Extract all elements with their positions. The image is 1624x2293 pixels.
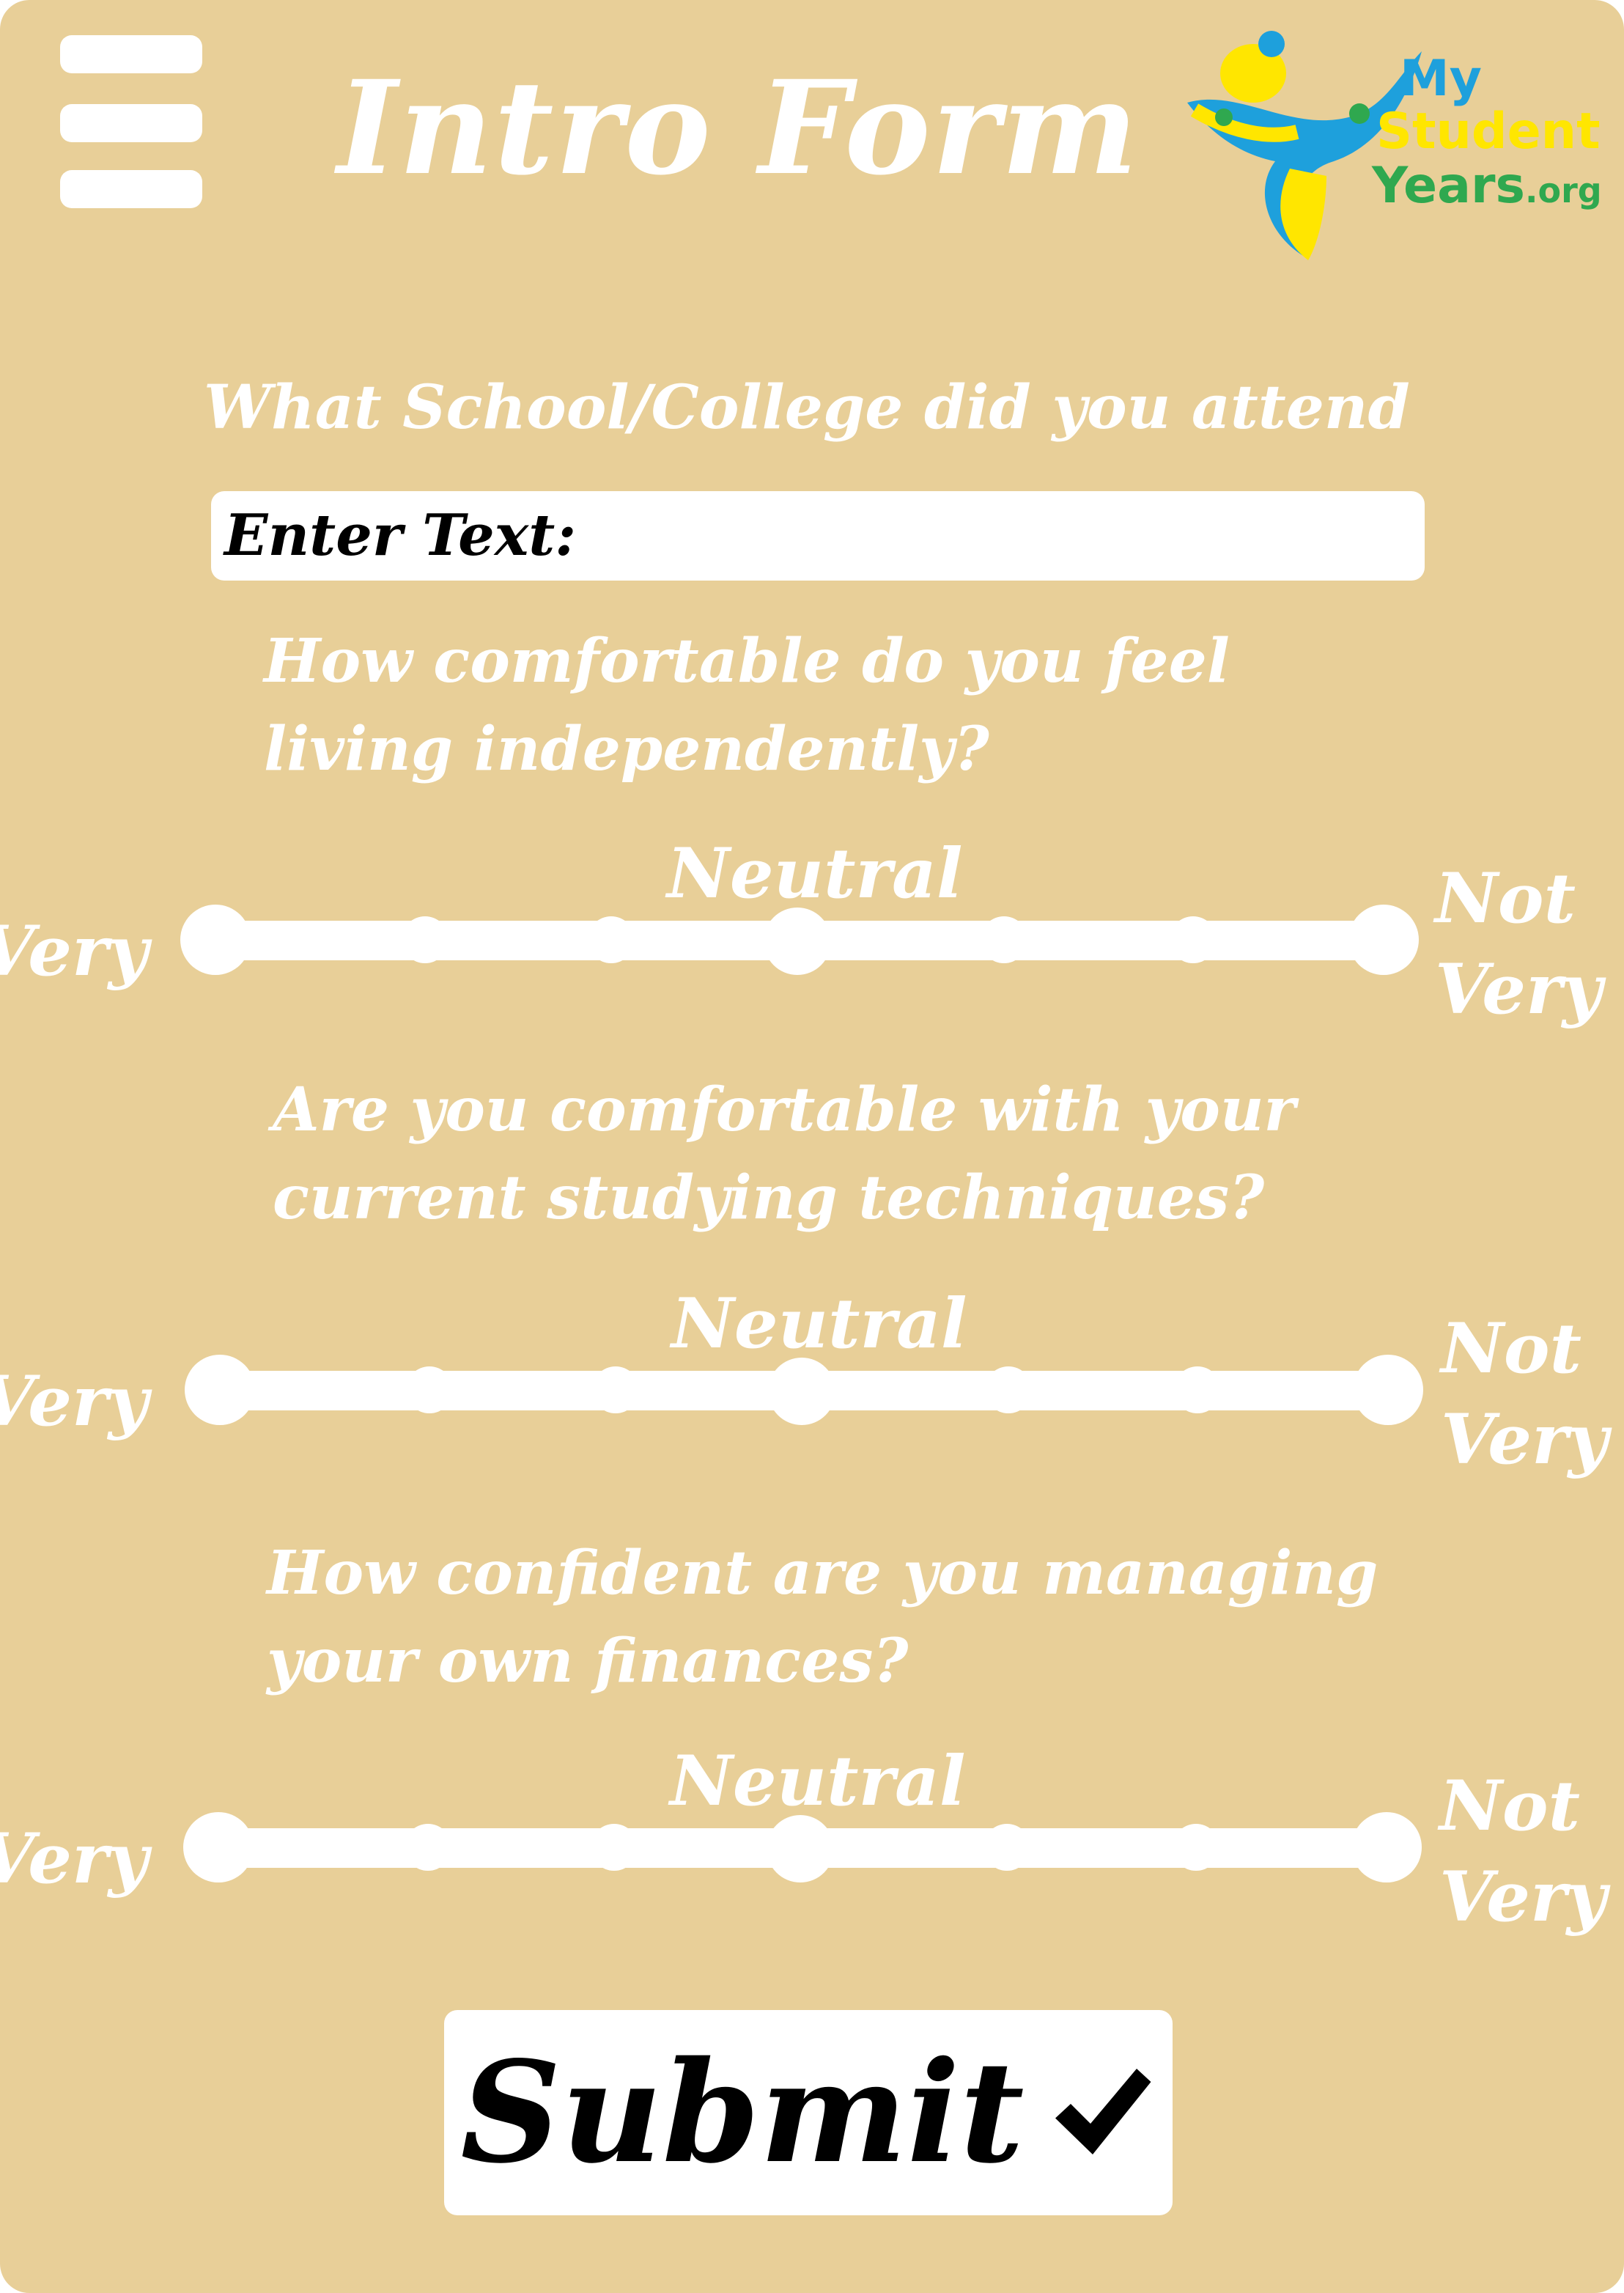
question-study-techniques: Are you comfortable with your current st…: [273, 1066, 1296, 1242]
question-line: current studying techniques?: [273, 1163, 1265, 1233]
scale-not-label: Not: [1441, 1309, 1582, 1389]
scale-option-4[interactable]: [764, 908, 831, 975]
menu-bar: [60, 170, 202, 208]
scale-neutral-label: Neutral: [671, 1284, 967, 1364]
scale-option-3[interactable]: [592, 1366, 639, 1413]
scale-option-7[interactable]: [1348, 905, 1419, 975]
scale-option-7[interactable]: [1351, 1812, 1422, 1882]
checkmark-icon: [1055, 2069, 1151, 2154]
scale-option-7[interactable]: [1353, 1355, 1423, 1425]
scale-independent-living[interactable]: Neutral Very Not Very: [0, 828, 1624, 1034]
scale-option-2[interactable]: [402, 916, 449, 963]
hamburger-menu-icon[interactable]: [60, 35, 202, 211]
scale-option-2[interactable]: [406, 1366, 453, 1413]
scale-not-very-label: Very: [1439, 1857, 1607, 1937]
scale-very-label: Very: [0, 1819, 149, 1899]
school-text-input[interactable]: Enter Text:: [211, 491, 1425, 581]
logo-text-org: .org: [1525, 171, 1602, 210]
scale-option-3[interactable]: [588, 916, 635, 963]
logo-text-years: Years: [1371, 157, 1525, 215]
submit-label: Submit: [460, 2031, 1025, 2194]
scale-option-5[interactable]: [983, 1824, 1030, 1871]
my-student-years-logo: My Student Years.org: [1180, 22, 1624, 271]
logo-text-student: Student: [1376, 103, 1601, 161]
logo-text-my: My: [1400, 50, 1482, 108]
scale-option-1[interactable]: [180, 905, 251, 975]
question-school: What School/College did you attend: [204, 372, 1410, 443]
scale-not-very-label: Very: [1441, 1399, 1609, 1480]
question-line: your own finances?: [267, 1626, 909, 1696]
question-line: living independently?: [264, 714, 989, 784]
scale-neutral-label: Neutral: [667, 833, 963, 914]
menu-bar: [60, 104, 202, 142]
scale-study-techniques[interactable]: Neutral Very Not Very: [0, 1278, 1624, 1484]
question-line: How comfortable do you feel: [264, 626, 1230, 696]
submit-button[interactable]: Submit: [444, 2010, 1173, 2215]
scale-option-4[interactable]: [767, 1815, 834, 1882]
scale-very-label: Very: [0, 911, 149, 992]
scale-option-5[interactable]: [981, 916, 1027, 963]
scale-option-1[interactable]: [185, 1355, 255, 1425]
question-finances: How confident are you managing your own …: [267, 1529, 1378, 1705]
scale-very-label: Very: [0, 1361, 149, 1442]
menu-bar: [60, 35, 202, 73]
scale-option-6[interactable]: [1173, 1824, 1219, 1871]
scale-option-1[interactable]: [183, 1812, 254, 1882]
scale-option-5[interactable]: [985, 1366, 1032, 1413]
page-title: Intro Form: [337, 52, 1140, 204]
svg-text:Years.org: Years.org: [1371, 157, 1602, 215]
scale-not-label: Not: [1439, 1766, 1581, 1847]
scale-option-4[interactable]: [768, 1358, 835, 1425]
scale-option-3[interactable]: [591, 1824, 638, 1871]
scale-option-2[interactable]: [405, 1824, 451, 1871]
scale-not-label: Not: [1435, 858, 1576, 939]
question-line: How confident are you managing: [267, 1538, 1378, 1608]
scale-not-very-label: Very: [1435, 949, 1603, 1030]
scale-option-6[interactable]: [1174, 1366, 1221, 1413]
scale-option-6[interactable]: [1170, 916, 1217, 963]
question-independent-living: How comfortable do you feel living indep…: [264, 617, 1230, 793]
question-line: Are you comfortable with your: [273, 1075, 1296, 1145]
scale-finances[interactable]: Neutral Very Not Very: [0, 1736, 1624, 1941]
scale-neutral-label: Neutral: [670, 1741, 966, 1822]
